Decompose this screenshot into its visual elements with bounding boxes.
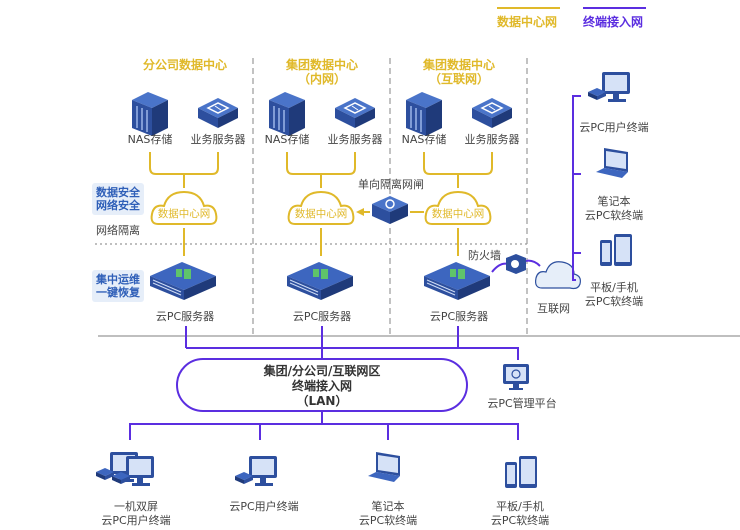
laptop-icon [368, 452, 400, 482]
biz-label: 业务服务器 [190, 133, 246, 146]
nas-storage-icon [405, 91, 443, 137]
lan-line3: （LAN） [296, 394, 348, 408]
lan-terminal-label: 云PC用户终端 [101, 514, 171, 527]
internet-cloud-icon [535, 261, 581, 290]
security-tag: 数据安全 网络安全 [92, 183, 144, 215]
datacenter-cloud-label: 数据中心网 [431, 208, 485, 220]
cloud-pc-server-icon [423, 261, 491, 301]
datacenter-subtitle: （互联网） [428, 72, 489, 86]
datacenter-cloud-label: 数据中心网 [294, 208, 348, 220]
cloud-pc-server-icon [149, 261, 217, 301]
legend-access-label: 终端接入网 [583, 15, 644, 29]
laptop-icon [596, 148, 628, 178]
remote-terminal-label: 云PC软终端 [584, 295, 644, 308]
desktop-terminal-icon [588, 72, 630, 102]
management-label: 云PC管理平台 [487, 397, 557, 410]
datacenter-subtitle: （内网） [297, 72, 346, 86]
nas-label: NAS存储 [401, 133, 447, 146]
server-label: 云PC服务器 [292, 310, 352, 323]
desktop-terminal-icon [235, 456, 277, 486]
business-server-icon [471, 97, 513, 129]
ops-tag: 集中运维 一键恢复 [92, 270, 144, 302]
lan-network-ellipse [176, 358, 468, 412]
nas-label: NAS存储 [127, 133, 173, 146]
lan-terminal-label: 一机双屏 [114, 500, 158, 513]
datacenter-title: 集团数据中心 [422, 58, 495, 72]
firewall-label: 防火墙 [468, 249, 501, 262]
biz-label: 业务服务器 [327, 133, 383, 146]
lan-line2: 终端接入网 [291, 379, 352, 393]
lan-terminal-label: 平板/手机 [496, 500, 544, 513]
gateway-label: 单向隔离网闸 [358, 178, 424, 191]
biz-label: 业务服务器 [464, 133, 520, 146]
server-label: 云PC服务器 [429, 310, 489, 323]
server-label: 云PC服务器 [155, 310, 215, 323]
lan-terminal-label: 云PC用户终端 [229, 500, 299, 513]
lan-terminal-label: 笔记本 [371, 500, 405, 513]
nas-storage-icon [131, 91, 169, 137]
datacenter-links [149, 152, 493, 256]
datacenter-title: 分公司数据中心 [142, 58, 227, 72]
lan-title: 集团/分公司/互联网区 终端接入网 （LAN） [177, 364, 467, 409]
internet-label: 互联网 [537, 302, 570, 315]
cloud-pc-server-icon [286, 261, 354, 301]
datacenter-title: 集团数据中心 [285, 58, 358, 72]
remote-terminal-label: 笔记本 [597, 195, 631, 208]
remote-terminal-label: 云PC软终端 [584, 209, 644, 222]
nas-label: NAS存储 [264, 133, 310, 146]
tablet-phone-icon [505, 456, 537, 488]
tablet-phone-icon [600, 234, 632, 266]
nas-storage-icon [268, 91, 306, 137]
isolation-label: 网络隔离 [96, 224, 140, 237]
business-server-icon [197, 97, 239, 129]
remote-terminal-label: 平板/手机 [590, 281, 638, 294]
remote-terminal-label: 云PC用户终端 [579, 121, 649, 134]
gateway-arrow [356, 208, 364, 216]
dual-screen-terminal-icon [96, 452, 154, 486]
business-server-icon [334, 97, 376, 129]
management-monitor-icon [503, 364, 529, 390]
lan-terminal-label: 云PC软终端 [358, 514, 418, 527]
remote-access-links [572, 95, 581, 281]
lan-line1: 集团/分公司/互联网区 [263, 364, 381, 378]
lan-terminal-label: 云PC软终端 [490, 514, 550, 527]
gateway-icon [372, 196, 408, 224]
datacenter-cloud-label: 数据中心网 [157, 208, 211, 220]
firewall-icon [506, 254, 526, 274]
datacenter-clouds [150, 190, 492, 225]
lan-links [129, 326, 519, 440]
legend-datacenter-label: 数据中心网 [497, 15, 558, 29]
